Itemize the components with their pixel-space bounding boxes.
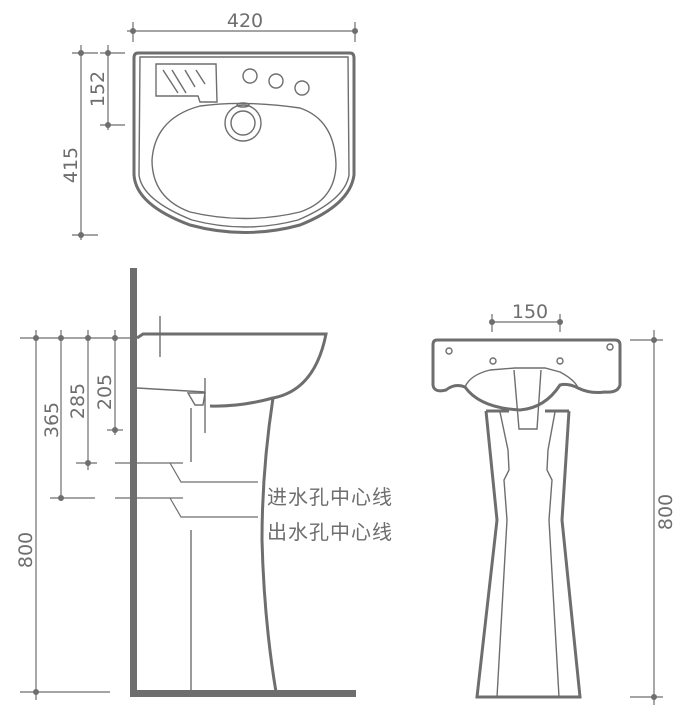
tap-hole-icon (294, 80, 310, 96)
pedestal-side (260, 397, 278, 693)
wall (130, 268, 137, 697)
depth-label: 415 (60, 147, 82, 183)
soap-dish-ribs (162, 69, 206, 94)
basin-front (431, 338, 622, 412)
drain-icon (224, 104, 262, 142)
side-view: 800 365 285 205 进水孔中心线 出水孔中心线 (15, 268, 393, 700)
outlet-centerline-label: 出水孔中心线 (267, 520, 393, 544)
pedestal-front (475, 409, 582, 699)
drain-depth-label: 205 (94, 374, 116, 410)
tap-hole-icon (268, 73, 284, 89)
inlet-centerline-label: 进水孔中心线 (267, 485, 393, 509)
drain-label: 152 (87, 71, 109, 107)
width-dimension: 420 (127, 10, 358, 42)
basin-outline (132, 51, 356, 234)
height-dimensions: 800 365 285 205 (15, 330, 183, 700)
total-height-label: 800 (15, 532, 37, 568)
depth-dimension: 415 (60, 45, 98, 240)
width-label: 420 (227, 10, 263, 32)
drain-dimension: 152 (87, 45, 125, 130)
tap-hole-icon (242, 68, 258, 84)
outlet-depth-label: 365 (41, 402, 63, 438)
mount-spacing-label: 150 (512, 301, 548, 323)
inlet-depth-label: 285 (67, 383, 89, 419)
front-height-label: 800 (655, 494, 677, 530)
basin-side-profile (136, 332, 328, 408)
top-view: 420 415 152 (60, 10, 358, 240)
bowl-outline (151, 102, 337, 220)
floor (130, 690, 356, 697)
soap-dish (155, 63, 218, 103)
front-view: 150 800 (431, 301, 677, 705)
